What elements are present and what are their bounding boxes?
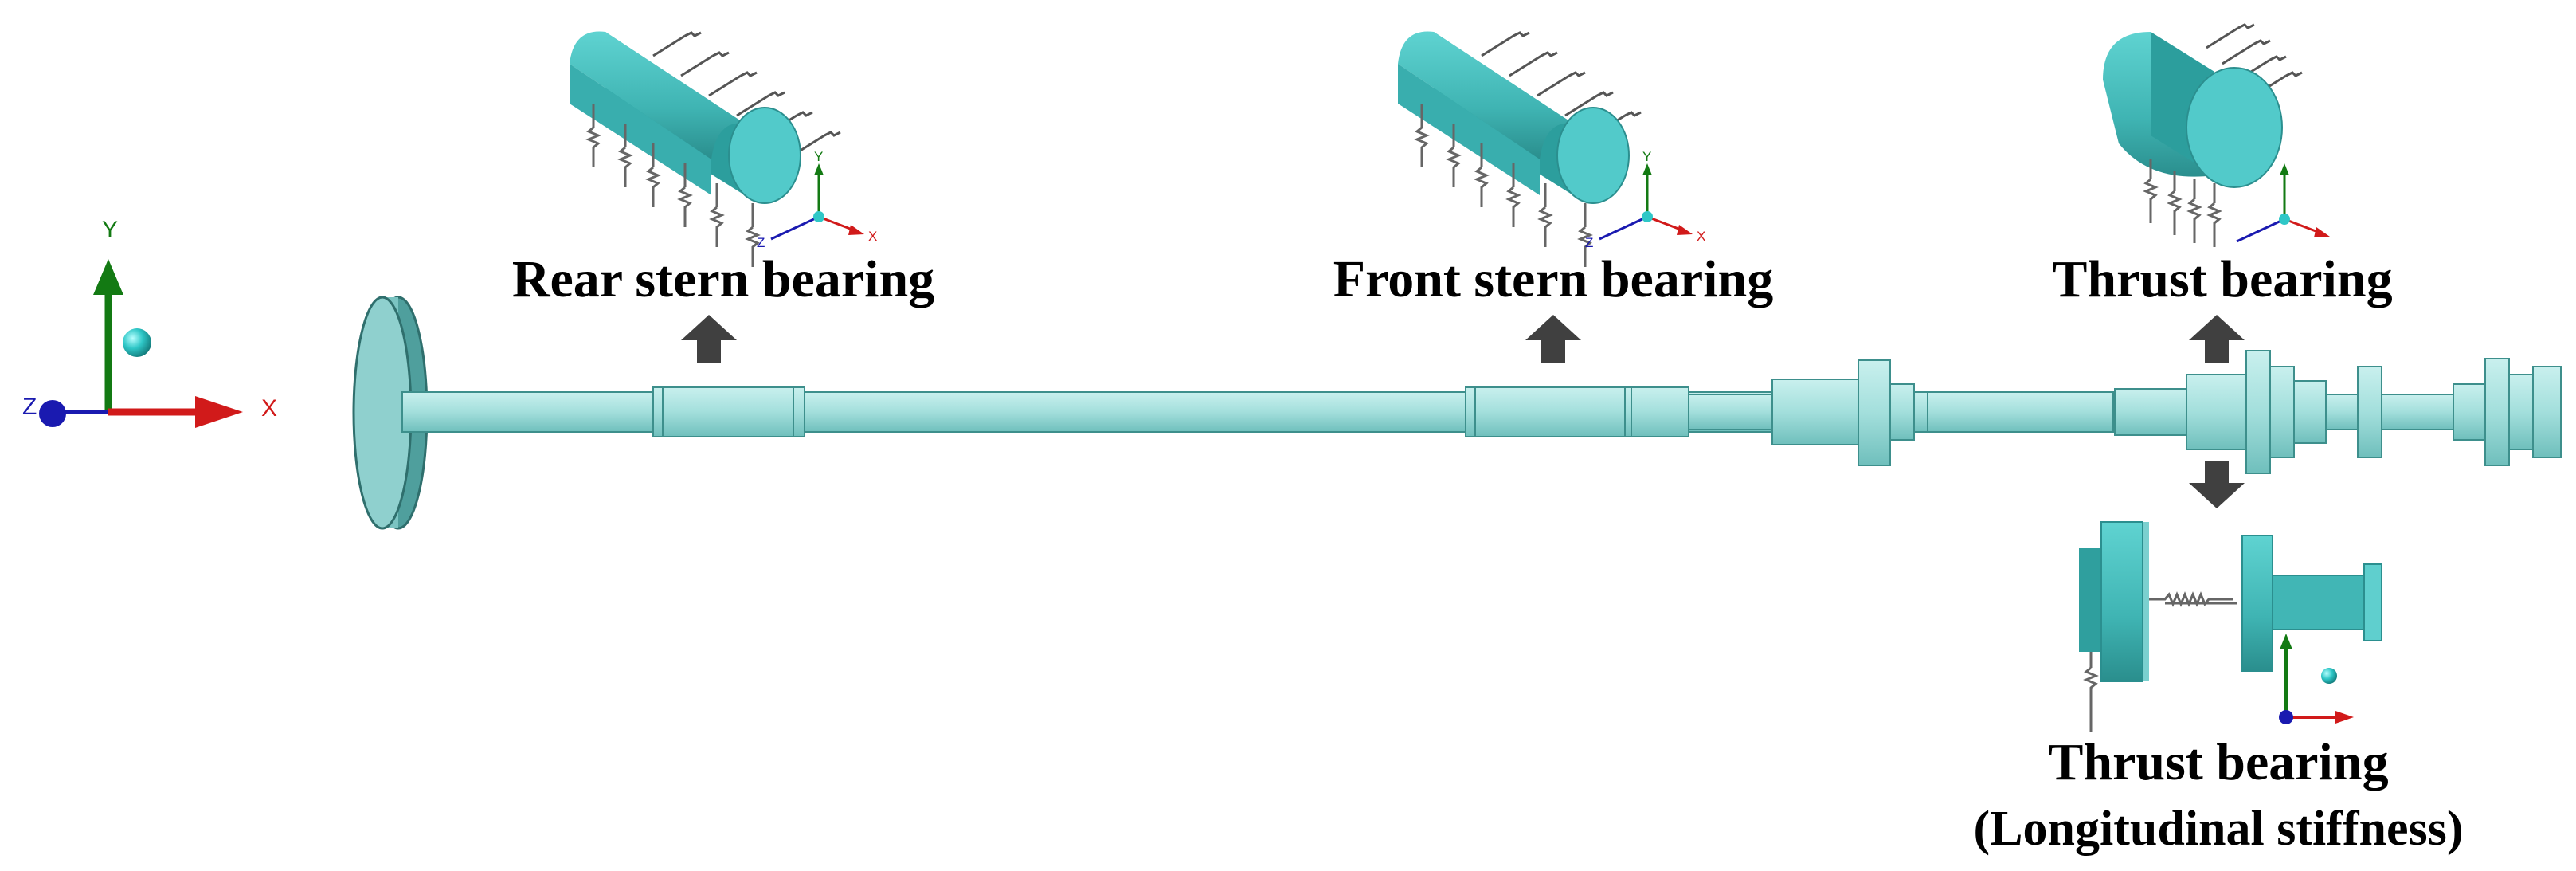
label-thrust-bearing: Thrust bearing <box>2052 250 2392 308</box>
rear-stern-local-triad: Y X Z <box>757 149 877 250</box>
coupling-flange-1 <box>1771 379 1861 445</box>
propeller-shaft <box>352 296 2562 530</box>
rear-stern-bearing-model: Y X Z <box>570 31 877 267</box>
shaft-segment-thrust <box>1913 391 2114 433</box>
pointer-arrows <box>681 315 2245 508</box>
thrust-collar <box>2186 374 2247 450</box>
front-triad-y-label: Y <box>1642 149 1651 164</box>
y-axis-label: Y <box>102 217 118 243</box>
label-thrust-bearing-longitudinal-line2: (Longitudinal stiffness) <box>1974 802 2464 856</box>
y-axis-arrowhead <box>93 259 123 295</box>
arrow-front-stern <box>1525 315 1581 363</box>
x-axis-arrowhead <box>195 396 243 428</box>
global-axis-triad: Y X Z <box>22 217 277 428</box>
rear-stern-journal <box>652 386 805 437</box>
label-rear-stern-bearing: Rear stern bearing <box>512 250 934 308</box>
front-stern-local-triad: Y X Z <box>1585 149 1705 250</box>
rear-triad-z-label: Z <box>757 235 765 250</box>
thrust-longitudinal-local-triad <box>2279 634 2354 724</box>
shaft-segment-intermediate <box>1688 394 1777 430</box>
label-front-stern-bearing: Front stern bearing <box>1333 250 1773 308</box>
thrust-bearing-model <box>2103 23 2330 247</box>
coupling-flange-2 <box>1858 359 1891 466</box>
end-flange <box>2484 358 2510 466</box>
arrow-thrust <box>2189 315 2245 363</box>
front-stern-journal <box>1465 386 1689 437</box>
front-triad-z-label: Z <box>1585 235 1593 250</box>
label-thrust-bearing-longitudinal-line1: Thrust bearing <box>2048 733 2388 791</box>
front-stern-bearing-model: Y X Z <box>1398 31 1705 267</box>
arrow-thrust-longitudinal <box>2189 461 2245 508</box>
arrow-rear-stern <box>681 315 737 363</box>
rear-triad-x-label: X <box>868 229 877 244</box>
thrust-longitudinal-model <box>2079 521 2382 732</box>
front-triad-x-label: X <box>1697 229 1705 244</box>
x-axis-label: X <box>261 395 277 422</box>
rear-triad-y-label: Y <box>814 149 823 164</box>
reference-sphere <box>123 328 151 357</box>
z-axis-label: Z <box>22 394 37 420</box>
z-axis-origin <box>39 400 66 427</box>
thrust-local-triad <box>2236 163 2330 243</box>
